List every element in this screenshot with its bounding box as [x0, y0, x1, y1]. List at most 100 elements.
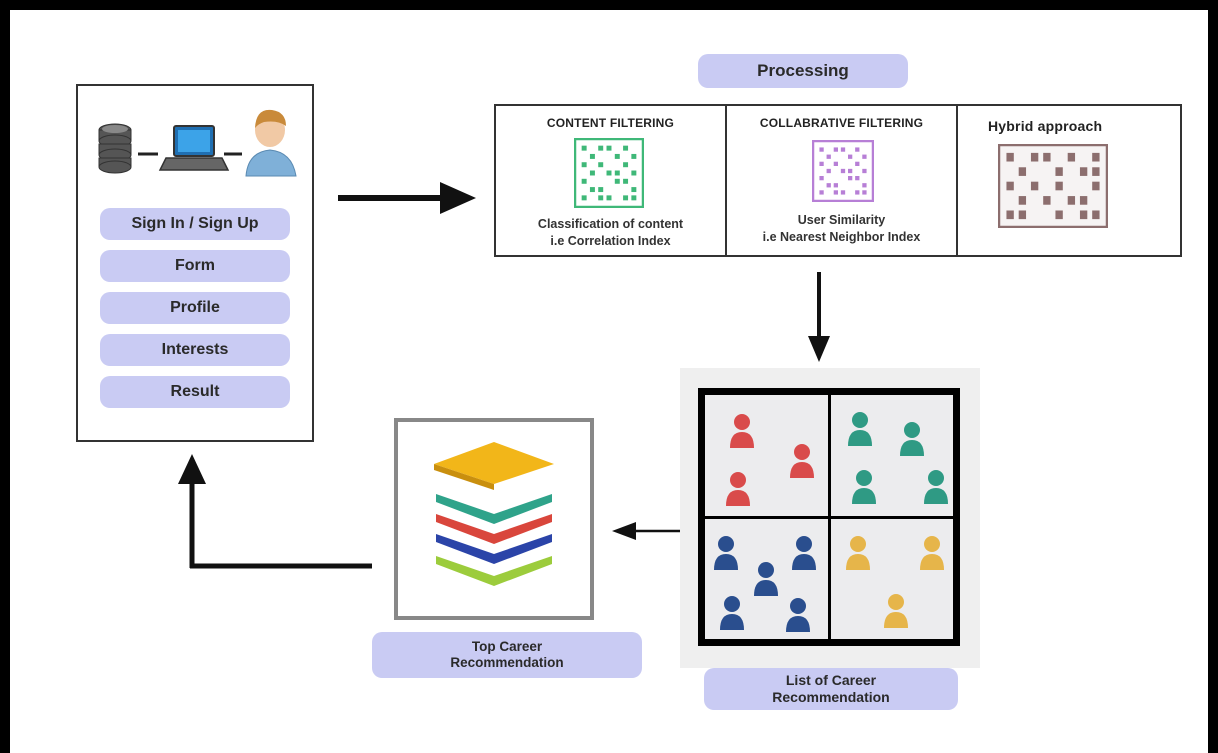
matrix-cell — [862, 183, 867, 188]
layer-slab — [436, 556, 552, 586]
user-icon — [245, 109, 297, 177]
matrix-cell — [1006, 181, 1014, 191]
person-icon — [899, 422, 924, 456]
hybrid-approach-title: Hybrid approach — [988, 118, 1103, 134]
green-cluster — [830, 395, 953, 516]
matrix-cell — [606, 145, 612, 151]
person-icon — [847, 412, 872, 446]
matrix-cell — [598, 145, 604, 151]
person-icon — [726, 472, 750, 506]
layer-slab — [434, 442, 554, 490]
matrix-cell — [1043, 152, 1051, 162]
matrix-cell — [581, 178, 587, 184]
matrix-cell — [840, 190, 846, 195]
matrix-cell — [855, 147, 860, 152]
matrix-cell — [855, 176, 860, 181]
matrix-cell — [581, 195, 587, 201]
user-flow-panel: Sign In / Sign Up Form Profile Interests… — [76, 84, 314, 442]
matrix-cell — [1055, 181, 1063, 191]
person-icon — [754, 561, 778, 596]
top-career-layers-box — [394, 418, 594, 620]
matrix-cell — [862, 190, 867, 195]
matrix-cell — [623, 195, 629, 201]
matrix-cell — [833, 161, 838, 166]
matrix-cell — [581, 162, 587, 168]
matrix-cell — [631, 187, 637, 193]
matrix-cell — [1018, 196, 1027, 205]
matrix-cell — [631, 170, 637, 176]
collaborative-filtering-title: COLLABRATIVE FILTERING — [759, 116, 924, 130]
matrix-cell — [1079, 167, 1088, 176]
arrow-to-processing — [338, 182, 476, 214]
matrix-cell — [581, 145, 587, 151]
content-filtering-cell: CONTENT FILTERING Classification of cont… — [496, 106, 725, 255]
matrix-cell — [833, 147, 838, 152]
matrix-cell — [862, 168, 867, 174]
person-icon — [790, 444, 814, 478]
career-clusters-panel — [680, 368, 980, 668]
matrix-cell — [826, 183, 831, 188]
content-matrix-icon — [573, 137, 645, 209]
arrow-to-top-career — [612, 522, 684, 540]
person-icon — [919, 535, 944, 570]
matrix-cell — [840, 147, 846, 152]
matrix-cell — [1055, 210, 1063, 220]
matrix-cell — [631, 195, 637, 201]
laptop-icon — [158, 125, 242, 171]
matrix-cell — [819, 190, 824, 195]
hybrid-approach-cell: Hybrid approach — [956, 106, 1180, 255]
person-icon — [720, 595, 744, 630]
matrix-grid — [997, 143, 1109, 229]
matrix-cell — [1092, 152, 1100, 162]
sign-in-sign-up-step: Sign In / Sign Up — [100, 208, 290, 240]
matrix-cell — [623, 162, 629, 168]
matrix-cell — [614, 170, 620, 176]
matrix-cell — [855, 161, 860, 166]
matrix-cell — [589, 170, 595, 176]
arrow-to-clusters — [808, 272, 830, 362]
matrix-cell — [1006, 210, 1014, 220]
matrix-cell — [833, 190, 838, 195]
layer-slab — [436, 534, 552, 564]
matrix-cell — [1079, 210, 1088, 220]
person-icon — [923, 470, 948, 504]
matrix-cell — [848, 154, 853, 159]
person-icon — [730, 414, 754, 448]
matrix-cell — [598, 187, 604, 193]
matrix-cell — [1006, 152, 1014, 162]
matrix-cell — [1079, 196, 1088, 205]
layers-icon — [434, 442, 554, 586]
database-icon — [98, 123, 158, 174]
matrix-cell — [614, 178, 620, 184]
matrix-cell — [1030, 152, 1039, 162]
matrix-cell — [614, 153, 620, 159]
matrix-cell — [589, 153, 595, 159]
matrix-cell — [606, 170, 612, 176]
matrix-cell — [840, 168, 846, 174]
matrix-cell — [848, 176, 853, 181]
matrix-cell — [598, 162, 604, 168]
person-icon — [851, 470, 876, 504]
matrix-cell — [623, 178, 629, 184]
matrix-cell — [631, 153, 637, 159]
matrix-cell — [1092, 167, 1100, 176]
person-icon — [792, 535, 816, 570]
collaborative-filtering-cell: COLLABRATIVE FILTERING User Similarity i… — [725, 106, 956, 255]
collaborative-filtering-description: User Similarity i.e Nearest Neighbor Ind… — [762, 213, 921, 244]
person-icon — [883, 593, 908, 628]
result-step: Result — [100, 376, 290, 408]
processing-table: CONTENT FILTERING Classification of cont… — [494, 104, 1182, 257]
matrix-cell — [833, 183, 838, 188]
matrix-cell — [819, 147, 824, 152]
matrix-cell — [826, 154, 831, 159]
cluster-grid — [698, 388, 960, 646]
list-of-career-recommendation-label: List of Career Recommendation — [704, 668, 958, 710]
yellow-cluster — [830, 518, 953, 639]
matrix-cell — [819, 176, 824, 181]
person-icon — [845, 535, 870, 570]
content-filtering-description: Classification of content i.e Correlatio… — [537, 217, 684, 248]
person-icon — [786, 597, 810, 632]
processing-label: Processing — [698, 54, 908, 88]
